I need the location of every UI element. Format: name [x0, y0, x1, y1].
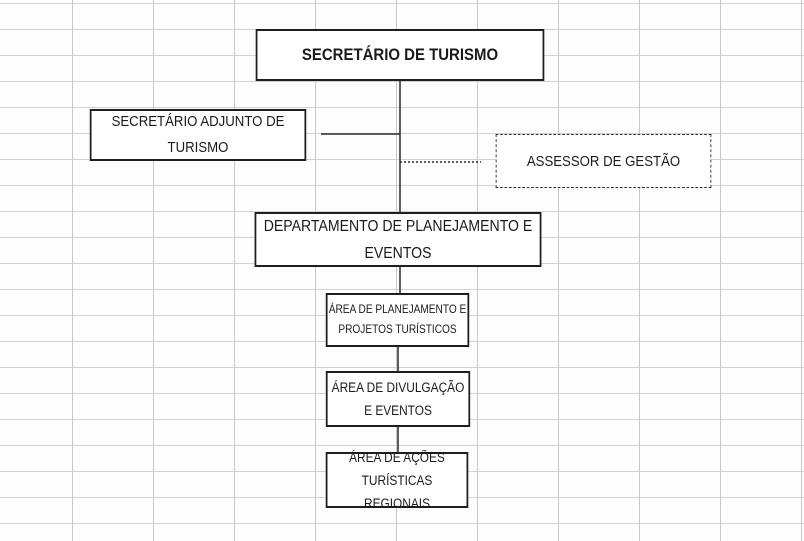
box-secretario-adjunto: SECRETÁRIO ADJUNTO DE TURISMO: [89, 109, 307, 161]
box-assessor-de-gestao: ASSESSOR DE GESTÃO: [495, 134, 712, 188]
box-secretario-de-turismo: SECRETÁRIO DE TURISMO: [255, 29, 545, 81]
adjunto-label-line2: TURISMO: [167, 139, 229, 156]
area2-label-line1: ÁREA DE DIVULGAÇÃO: [331, 380, 465, 395]
secretario-label: SECRETÁRIO DE TURISMO: [301, 45, 499, 64]
area1-label-line2: PROJETOS TURÍSTICOS: [338, 324, 457, 336]
box-area-divulgacao-eventos: ÁREA DE DIVULGAÇÃO E EVENTOS: [325, 371, 471, 427]
box-departamento-planejamento-eventos: DEPARTAMENTO DE PLANEJAMENTO E EVENTOS: [254, 212, 542, 267]
departamento-label-line2: EVENTOS: [364, 244, 432, 262]
box-area-planejamento-projetos: ÁREA DE PLANEJAMENTO E PROJETOS TURÍSTIC…: [325, 293, 470, 347]
area1-label-line1: ÁREA DE PLANEJAMENTO E: [328, 304, 467, 316]
area2-label-line2: E EVENTOS: [364, 403, 432, 418]
adjunto-label-line1: SECRETÁRIO ADJUNTO DE: [111, 113, 285, 130]
area3-label-line2: TURÍSTICAS REGIONAIS: [361, 472, 433, 511]
area3-label-line1: ÁREA DE AÇÕES: [349, 449, 445, 465]
assessor-label: ASSESSOR DE GESTÃO: [526, 152, 681, 170]
box-area-acoes-turisticas: ÁREA DE AÇÕES TURÍSTICAS REGIONAIS: [325, 450, 469, 511]
departamento-label-line1: DEPARTAMENTO DE PLANEJAMENTO E: [263, 217, 533, 235]
